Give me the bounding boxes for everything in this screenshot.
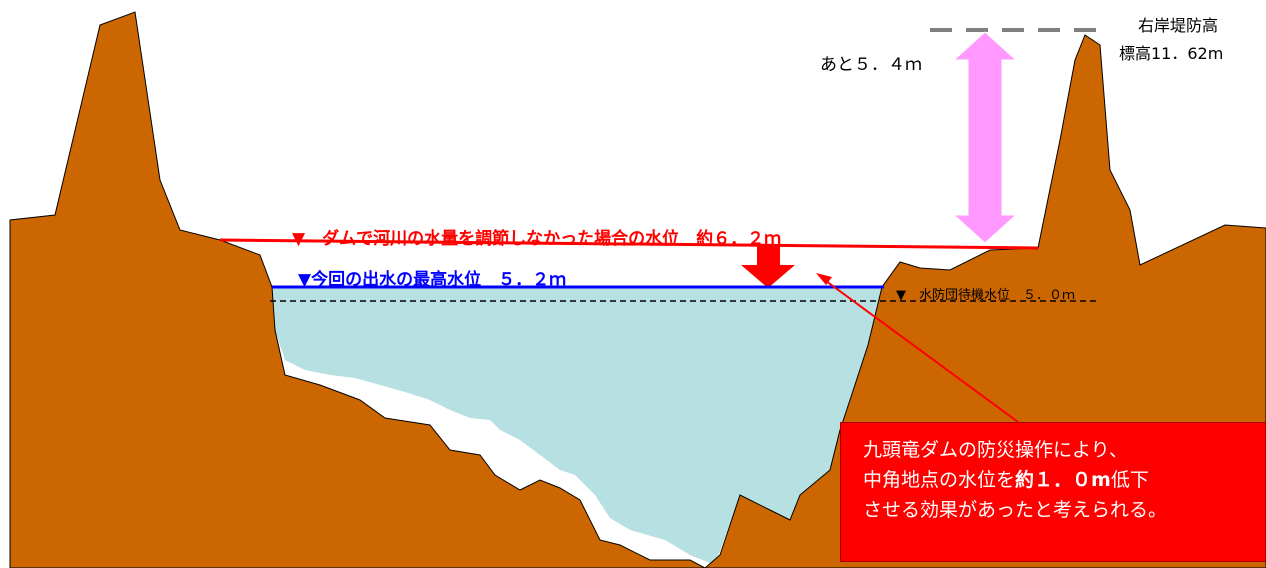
river-water	[272, 287, 882, 565]
levee-height-label-line1: 右岸堤防高	[1138, 16, 1219, 35]
left-bank-terrain	[9, 11, 706, 568]
dam-effect-callout: 九頭竜ダムの防災操作により、 中角地点の水位を約１．０m低下 させる効果があった…	[840, 422, 1266, 562]
callout-leader-line	[821, 277, 1019, 423]
callout-line3: させる効果があったと考えられる。	[863, 499, 1168, 521]
reduction-arrow	[741, 245, 795, 288]
standby-level-label: ▼ 水防団待機水位 ５．０ｍ	[896, 288, 1075, 303]
callout-line2-before: 中角地点の水位を	[863, 469, 1016, 491]
remaining-height-arrow	[952, 31, 1018, 244]
no-dam-level-line	[219, 238, 1039, 250]
peak-level-label: ▼今回の出水の最高水位 ５．２ｍ	[298, 270, 567, 290]
remaining-height-label: あと５．４ｍ	[820, 55, 922, 75]
callout-line2: 中角地点の水位を約１．０m低下	[863, 465, 1265, 495]
no-dam-level-label: ▼ ダムで河川の水量を調節しなかった場合の水位 約６．２ｍ	[292, 229, 782, 249]
callout-leader-arrowhead	[816, 273, 832, 285]
callout-line1: 九頭竜ダムの防災操作により、	[863, 439, 1128, 461]
callout-line2-after: 低下	[1110, 469, 1149, 491]
callout-line2-value: 約１．０m	[1015, 469, 1111, 491]
levee-height-label-line2: 標高11．62m	[1119, 44, 1224, 63]
